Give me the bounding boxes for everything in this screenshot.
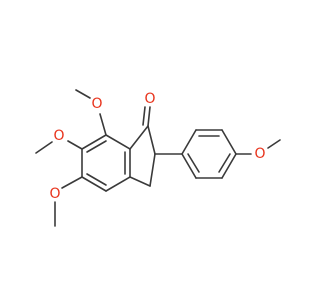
bond bbox=[142, 106, 146, 126]
bond bbox=[181, 153, 197, 179]
bond bbox=[221, 129, 237, 155]
para-methoxyphenyl: O bbox=[154, 129, 281, 179]
double-bond-inner bbox=[218, 153, 231, 173]
bond bbox=[35, 141, 53, 154]
bond bbox=[75, 89, 91, 99]
bond bbox=[61, 176, 83, 189]
cyclopentanone-ring bbox=[129, 125, 156, 187]
bond bbox=[221, 153, 237, 179]
double-bond-inner bbox=[86, 173, 107, 186]
molecule-structure: O O O O O bbox=[35, 89, 281, 227]
aryl-methoxy-oxygen-label: O bbox=[254, 146, 265, 162]
methoxy-c6-oxygen-label: O bbox=[53, 128, 64, 144]
methoxy-c7-oxygen-label: O bbox=[91, 96, 102, 112]
methoxy-c6: O bbox=[35, 128, 83, 154]
bond bbox=[147, 125, 156, 155]
methoxy-c5-oxygen-label: O bbox=[49, 186, 60, 202]
bond bbox=[147, 106, 151, 127]
double-bond-inner bbox=[187, 153, 200, 173]
bond bbox=[129, 176, 151, 187]
bond bbox=[81, 176, 107, 192]
bond bbox=[129, 125, 149, 150]
methoxy-c7: O bbox=[75, 89, 107, 136]
double-bond-inner bbox=[86, 140, 107, 153]
bond bbox=[99, 113, 107, 136]
ketone-oxygen-label: O bbox=[144, 91, 155, 107]
bond bbox=[105, 176, 131, 192]
bond bbox=[149, 153, 156, 187]
bond bbox=[181, 129, 197, 155]
bond bbox=[105, 134, 131, 150]
bond bbox=[67, 140, 83, 150]
fused-benzene-ring bbox=[81, 134, 131, 192]
bond bbox=[267, 139, 281, 149]
ketone-group: O bbox=[142, 91, 156, 127]
bond bbox=[81, 134, 107, 150]
methoxy-c5: O bbox=[49, 176, 83, 227]
